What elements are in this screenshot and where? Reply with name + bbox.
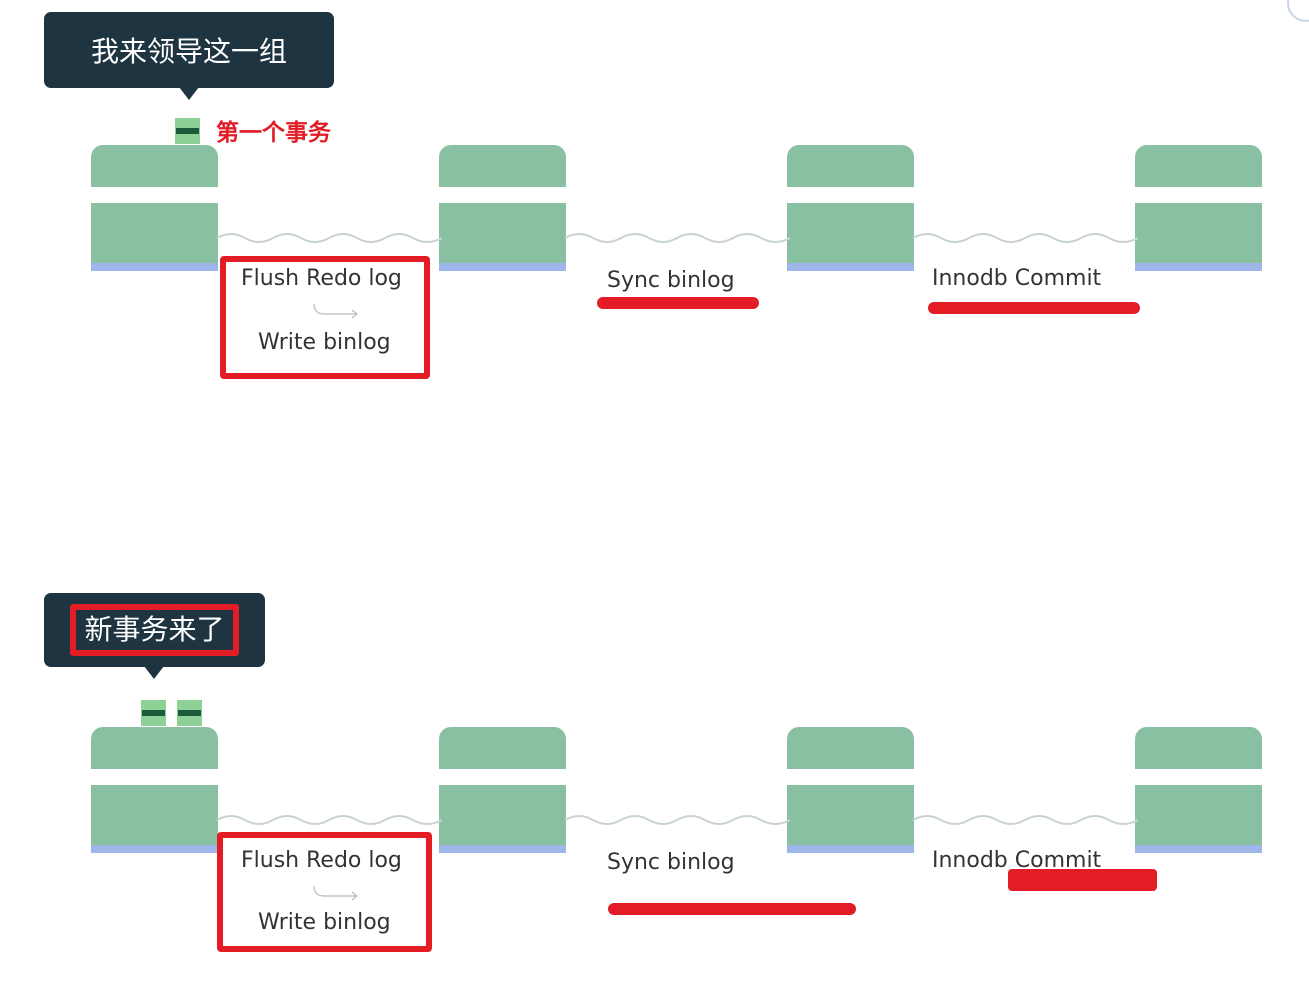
wave-connector-3 [913, 815, 1138, 825]
wave-connector-2 [565, 233, 790, 243]
stage-body [787, 785, 914, 845]
stage-base [439, 263, 566, 271]
stage-base [439, 845, 566, 853]
step-arrow-icon [313, 885, 358, 901]
highlight-box-flush [217, 832, 432, 952]
stage-1 [91, 145, 218, 272]
underline-innodb-commit [928, 302, 1140, 314]
stage-cap [439, 727, 566, 769]
highlight-box-flush [220, 256, 430, 379]
stage-cap [91, 727, 218, 769]
stage-cap [787, 727, 914, 769]
new-transaction-tooltip-text: 新事务来了 [70, 604, 239, 656]
wave-connector-1 [217, 233, 442, 243]
stage-body [91, 203, 218, 263]
transaction-token [141, 700, 166, 726]
innodb-commit-label: Innodb Commit [932, 848, 1102, 873]
stage-cap [91, 145, 218, 187]
stage-base [1135, 263, 1262, 271]
transaction-token [175, 118, 200, 144]
flush-redo-log-label: Flush Redo log [241, 266, 402, 291]
stage-1 [91, 727, 218, 854]
stage-body [439, 785, 566, 845]
stage-body [91, 785, 218, 845]
stage-cap [1135, 727, 1262, 769]
transaction-token [177, 700, 202, 726]
innodb-commit-label: Innodb Commit [932, 266, 1102, 291]
stage-cap [787, 145, 914, 187]
stage-base [91, 845, 218, 853]
stage-4 [1135, 727, 1262, 854]
underline-sync-binlog [608, 903, 856, 915]
stage-body [1135, 203, 1262, 263]
tooltip-pointer [179, 87, 199, 100]
stage-base [787, 263, 914, 271]
leader-tooltip-text: 我来领导这一组 [90, 35, 287, 68]
stage-cap [439, 145, 566, 187]
stage-3 [787, 145, 914, 272]
new-transaction-tooltip: 新事务来了 [44, 593, 265, 679]
stage-2 [439, 727, 566, 854]
diagram-panel-2: 新事务来了 Flush Redo log Write binlog Sync b… [0, 582, 1309, 982]
first-transaction-label: 第一个事务 [216, 120, 331, 146]
stage-4 [1135, 145, 1262, 272]
leader-tooltip: 我来领导这一组 [44, 12, 334, 100]
sync-binlog-label: Sync binlog [607, 850, 735, 875]
stage-2 [439, 145, 566, 272]
write-binlog-label: Write binlog [258, 910, 391, 935]
stage-3 [787, 727, 914, 854]
step-arrow-icon [313, 303, 358, 319]
wave-connector-3 [913, 233, 1138, 243]
tooltip-pointer [144, 666, 164, 679]
diagram-panel-1: 我来领导这一组 第一个事务 Flush Redo log Write binlo… [0, 0, 1309, 400]
wave-connector-2 [565, 815, 790, 825]
underline-sync-binlog [597, 297, 759, 309]
stage-cap [1135, 145, 1262, 187]
stage-base [1135, 845, 1262, 853]
stage-base [787, 845, 914, 853]
stage-body [439, 203, 566, 263]
stage-body [1135, 785, 1262, 845]
flush-redo-log-label: Flush Redo log [241, 848, 402, 873]
sync-binlog-label: Sync binlog [607, 268, 735, 293]
wave-connector-1 [217, 815, 442, 825]
stage-base [91, 263, 218, 271]
underline-innodb-commit [1008, 869, 1157, 891]
stage-body [787, 203, 914, 263]
write-binlog-label: Write binlog [258, 330, 391, 355]
